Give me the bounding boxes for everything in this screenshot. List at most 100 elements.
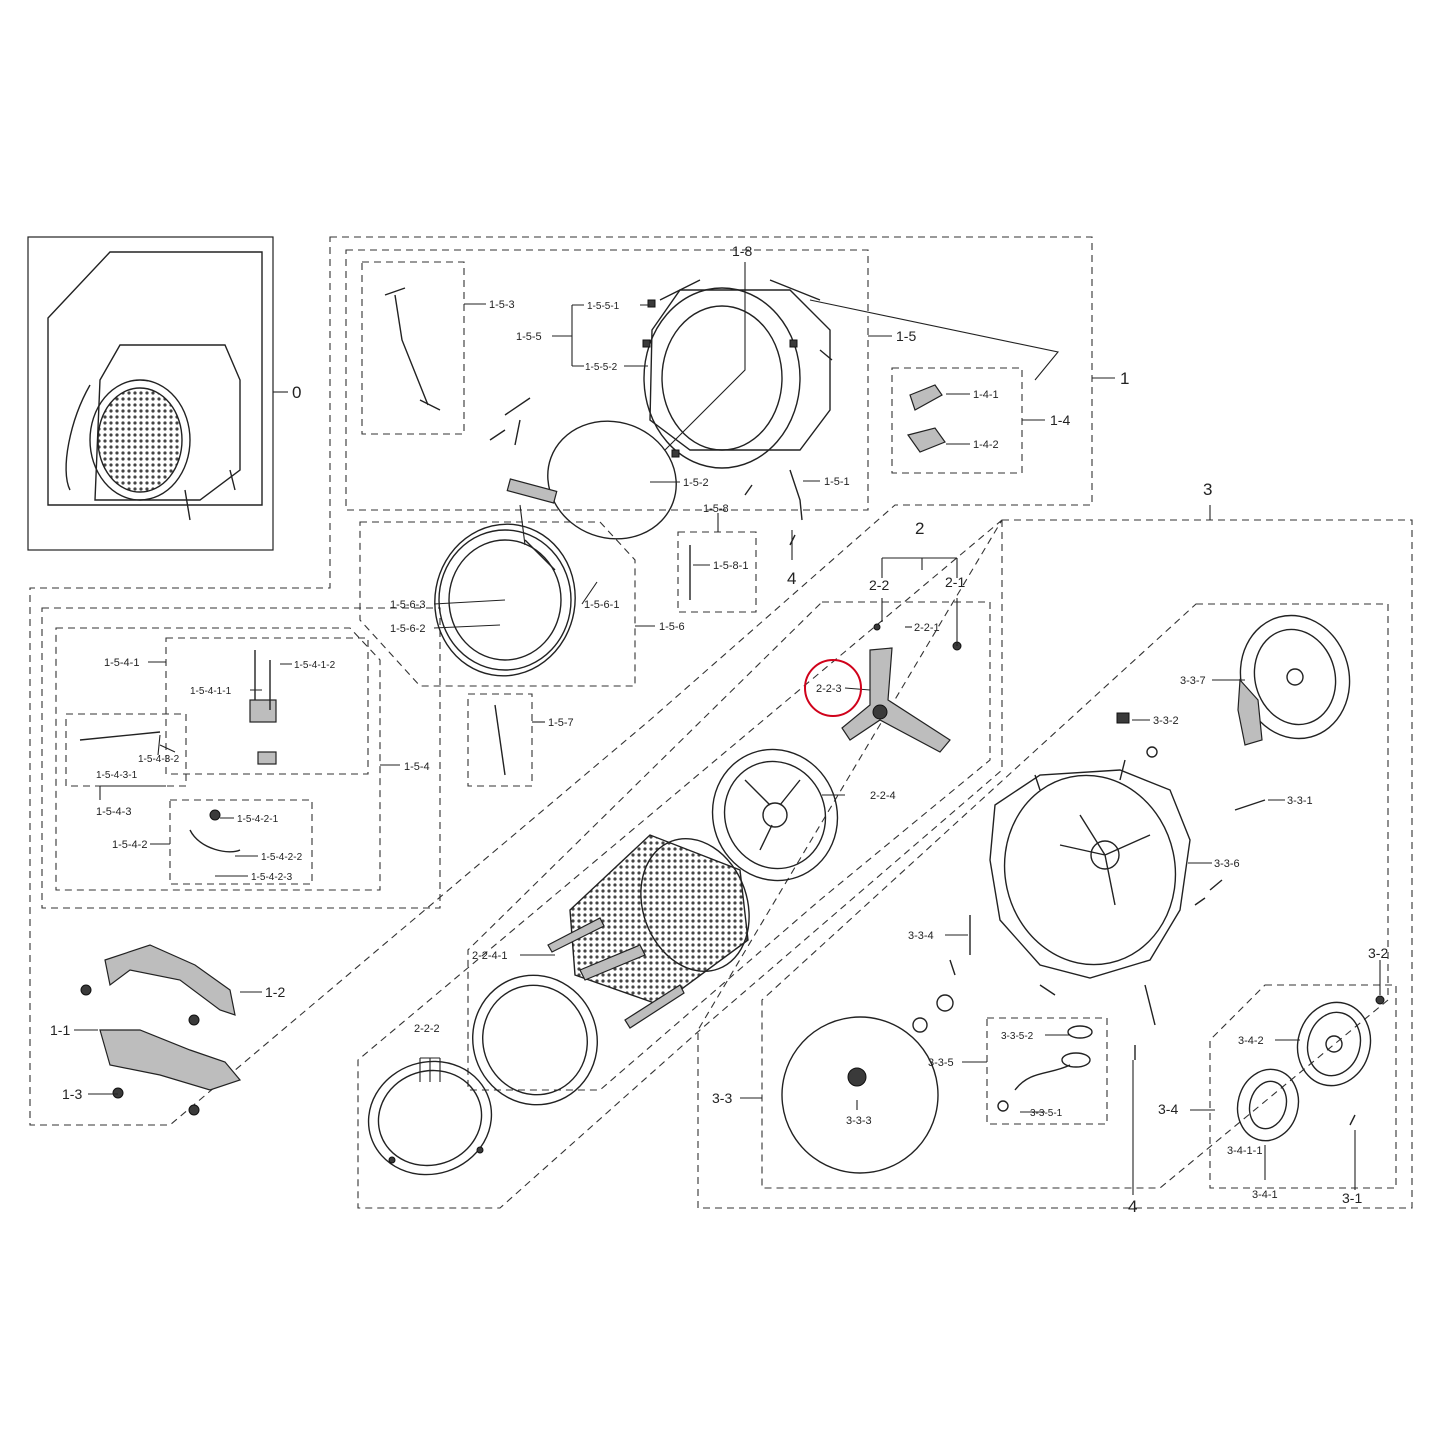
label-3-4: 3-4 [1158, 1101, 1178, 1117]
label-1-5-6-2: 1-5-6-2 [390, 623, 425, 635]
part-bearing-2 [912, 1017, 928, 1033]
assembly-boxes [27, 236, 1413, 1209]
label-1-4: 1-4 [1050, 412, 1070, 428]
part-3-1-bolt [1349, 1114, 1356, 1126]
callout-labels: 0 1 1-1 1-2 1-3 1-4 1-4-1 1-4-2 1-5 1-5-… [50, 243, 1388, 1216]
label-0: 0 [292, 383, 301, 402]
label-1-5-7: 1-5-7 [548, 717, 574, 729]
box-2 [357, 519, 1003, 1209]
box-1-4 [891, 367, 1023, 474]
label-4-upper: 4 [787, 569, 796, 588]
box-1-5 [345, 249, 869, 511]
label-3-4-1-1: 3-4-1-1 [1227, 1145, 1262, 1157]
part-bolts-lower [949, 959, 1136, 1060]
label-1-5-4-2-2: 1-5-4-2-2 [261, 852, 303, 863]
label-1-1: 1-1 [50, 1022, 70, 1038]
label-1-5-4-3-1: 1-5-4-3-1 [96, 770, 138, 781]
label-4-lower: 4 [1128, 1197, 1137, 1216]
part-1-5-3-hose [394, 294, 429, 406]
label-3-1: 3-1 [1342, 1190, 1362, 1206]
box-3-3 [761, 603, 1389, 1189]
part-1-5-1-damper [789, 469, 803, 521]
box-2-2 [467, 601, 991, 1091]
leader-lines [74, 262, 1381, 1195]
part-2-2-3-spider [841, 623, 962, 753]
box-1-5-6 [359, 521, 636, 687]
label-3-3-5-2: 3-3-5-2 [1001, 1031, 1034, 1042]
part-3-4-1-stator [1236, 1068, 1300, 1142]
box-1-5-4-1 [165, 637, 369, 775]
box-1-5-4 [41, 607, 441, 909]
label-1-5-8: 1-5-8 [703, 503, 729, 515]
label-2-2-4: 2-2-4 [870, 790, 896, 802]
label-1-5-4-2-3: 1-5-4-2-3 [251, 872, 293, 883]
label-1-4-2: 1-4-2 [973, 439, 999, 451]
label-3-3-5-1: 3-3-5-1 [1030, 1108, 1063, 1119]
label-1-5-4-2-1: 1-5-4-2-1 [237, 814, 279, 825]
label-1: 1 [1120, 369, 1129, 388]
label-1-5-4-3-2: 1-5-4-3-2 [138, 754, 180, 765]
part-bearing-1 [936, 994, 954, 1012]
box-1-5-4-inner [55, 627, 381, 891]
part-3-2-nut [1375, 995, 1385, 1005]
label-2: 2 [915, 519, 924, 538]
box-1-5-7 [467, 693, 533, 787]
part-1-4-2 [907, 427, 946, 453]
part-3-3-2 [1116, 712, 1130, 724]
label-1-5-6: 1-5-6 [659, 621, 685, 633]
part-3-3-1 [1234, 799, 1266, 811]
label-3-3-7: 3-3-7 [1180, 675, 1206, 687]
label-1-5-6-1: 1-5-6-1 [584, 599, 619, 611]
part-bracket [489, 397, 531, 446]
label-3-4-1: 3-4-1 [1252, 1189, 1278, 1201]
label-2-2: 2-2 [869, 577, 889, 593]
label-1-5-5: 1-5-5 [516, 331, 542, 343]
label-3-3-2: 3-3-2 [1153, 715, 1179, 727]
label-1-5-3: 1-5-3 [489, 299, 515, 311]
part-1-5-6-door [434, 478, 576, 677]
thumbnail-assembly [47, 251, 263, 521]
label-1-5-4: 1-5-4 [404, 761, 430, 773]
part-washer [1146, 746, 1158, 758]
label-3-4-2: 3-4-2 [1238, 1035, 1264, 1047]
label-2-2-2: 2-2-2 [414, 1023, 440, 1035]
part-1-5-2-gasket [547, 420, 677, 540]
label-1-5-4-3: 1-5-4-3 [96, 806, 131, 818]
label-1-5-4-1-1: 1-5-4-1-1 [190, 686, 232, 697]
label-3-3-4: 3-3-4 [908, 930, 934, 942]
label-1-5-5-1: 1-5-5-1 [587, 301, 620, 312]
label-2-2-1: 2-2-1 [914, 622, 940, 634]
label-3-3-1: 3-3-1 [1287, 795, 1313, 807]
label-1-5-2: 1-5-2 [683, 477, 709, 489]
part-bolts-upper [744, 484, 796, 546]
part-tub-gasket [781, 1016, 939, 1174]
part-3-3-6-tub-rear [989, 759, 1191, 979]
label-1-4-1: 1-4-1 [973, 389, 999, 401]
box-3-3-5 [986, 1017, 1108, 1125]
part-1-8-tub-front [642, 279, 833, 469]
label-1-5-8-1: 1-5-8-1 [713, 560, 748, 572]
label-3-2: 3-2 [1368, 945, 1388, 961]
part-1-1-1-3-weights [80, 944, 242, 1116]
part-2-2-4-drum-back [711, 748, 839, 882]
part-1-5-4-pump-parts [79, 650, 277, 853]
label-1-8: 1-8 [732, 243, 752, 259]
box-1-5-4-2 [169, 799, 313, 885]
label-1-5-6-3: 1-5-6-3 [390, 599, 425, 611]
label-1-5-5-2: 1-5-5-2 [585, 362, 618, 373]
label-2-1: 2-1 [945, 574, 965, 590]
label-1-5-4-1-2: 1-5-4-1-2 [294, 660, 336, 671]
label-1-5-4-1: 1-5-4-1 [104, 657, 139, 669]
part-3-4-2-rotor [1296, 1001, 1372, 1087]
label-1-3: 1-3 [62, 1086, 82, 1102]
box-1 [29, 236, 1093, 1126]
label-3: 3 [1203, 480, 1212, 499]
label-3-3-5: 3-3-5 [928, 1057, 954, 1069]
label-3-3-3: 3-3-3 [846, 1115, 872, 1127]
box-3-4 [1209, 984, 1397, 1189]
label-1-5-1: 1-5-1 [824, 476, 850, 488]
label-2-2-3: 2-2-3 [816, 683, 842, 695]
part-1-5-3-clamp [384, 287, 441, 411]
highlight-circle-2-2-3 [804, 659, 862, 717]
box-1-5-3 [361, 261, 465, 435]
